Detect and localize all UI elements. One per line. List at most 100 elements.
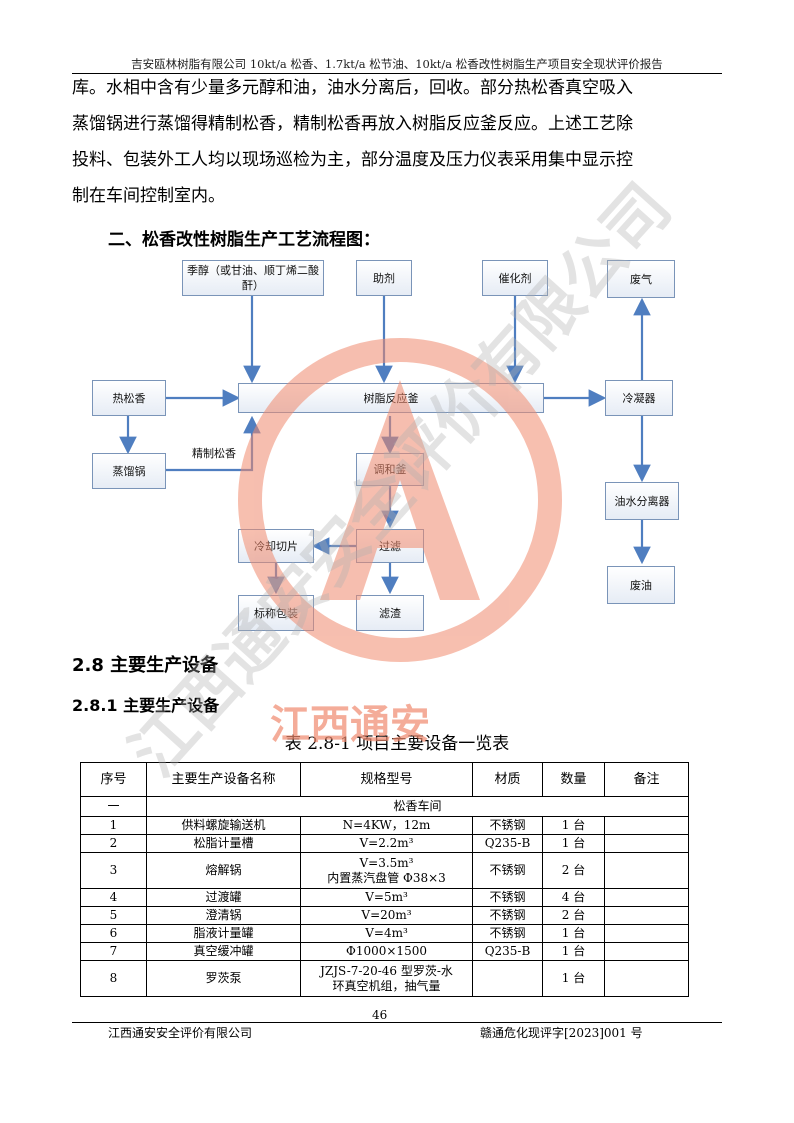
table-row: 8 罗茨泵 JZJS-7-20-46 型罗茨-水 环真空机组，抽气量 1 台: [80, 960, 689, 997]
table-row: 6 脂液计量罐 V=4m³ 不锈钢 1 台: [80, 924, 689, 943]
cell-spec: V=20m³: [300, 906, 473, 925]
cell-name: 供料螺旋输送机: [146, 816, 301, 835]
cell-qty: 1 台: [542, 960, 605, 997]
cell-spec-line: V=3.5m³: [359, 855, 414, 870]
cell-note: [604, 924, 689, 943]
cell-qty: 1 台: [542, 924, 605, 943]
cell-note: [604, 942, 689, 961]
cell-name: 澄清锅: [146, 906, 301, 925]
cell-material: 不锈钢: [472, 852, 543, 889]
cell-note: [604, 852, 689, 889]
box-still: 蒸馏锅: [92, 453, 166, 489]
cell-material: [472, 960, 543, 997]
box-blend-kettle: 调和釜: [356, 453, 424, 486]
col-header: 序号: [80, 762, 147, 797]
cell-qty: 4 台: [542, 888, 605, 907]
process-flowchart: 季醇（或甘油、顺丁烯二酸酐） 助剂 催化剂 废气 热松香 树脂反应釜 冷凝器 蒸…: [72, 250, 722, 650]
page-header: 吉安瓯林树脂有限公司 10kt/a 松香、1.7kt/a 松节油、10kt/a …: [131, 57, 663, 71]
table-group-row: 一 松香车间: [80, 796, 689, 817]
box-polyol: 季醇（或甘油、顺丁烯二酸酐）: [182, 260, 324, 296]
cell-spec: V=3.5m³ 内置蒸汽盘管 Φ38×3: [300, 852, 473, 889]
footer-doc-number: 赣通危化现评字[2023]001 号: [480, 1026, 643, 1040]
box-auxiliary: 助剂: [356, 260, 412, 296]
cell-name: 脂液计量罐: [146, 924, 301, 943]
cell-note: [604, 888, 689, 907]
cell-spec: N=4KW，12m: [300, 816, 473, 835]
cell-qty: 1 台: [542, 942, 605, 961]
group-no: 一: [80, 796, 147, 817]
cell-spec: V=5m³: [300, 888, 473, 907]
flowchart-title: 二、松香改性树脂生产工艺流程图：: [108, 230, 380, 250]
equipment-table: 序号 主要生产设备名称 规格型号 材质 数量 备注 一 松香车间 1 供料螺旋输…: [80, 762, 689, 997]
cell-name: 罗茨泵: [146, 960, 301, 997]
table-caption: 表 2.8-1 项目主要设备一览表: [284, 734, 510, 754]
cell-spec-line: 环真空机组，抽气量: [332, 978, 441, 993]
cell-material: 不锈钢: [472, 816, 543, 835]
cell-material: Q235-B: [472, 942, 543, 961]
col-header: 数量: [542, 762, 605, 797]
footer-rule: [72, 1022, 722, 1023]
table-header-row: 序号 主要生产设备名称 规格型号 材质 数量 备注: [80, 762, 689, 797]
cell-no: 4: [80, 888, 147, 907]
cell-note: [604, 960, 689, 997]
cell-note: [604, 906, 689, 925]
cell-name: 松脂计量槽: [146, 834, 301, 853]
cell-no: 2: [80, 834, 147, 853]
cell-qty: 1 台: [542, 834, 605, 853]
table-row: 1 供料螺旋输送机 N=4KW，12m 不锈钢 1 台: [80, 816, 689, 835]
box-condenser: 冷凝器: [605, 380, 673, 416]
cell-no: 3: [80, 852, 147, 889]
page-number: 46: [372, 1008, 388, 1022]
box-weigh-pack: 标称包装: [238, 595, 314, 631]
box-cool-slice: 冷却切片: [238, 529, 314, 563]
group-name: 松香车间: [146, 796, 689, 817]
box-residue: 滤渣: [356, 595, 424, 631]
heading-2-8-1: 2.8.1 主要生产设备: [72, 696, 220, 715]
arrow-still-reactor: [166, 415, 261, 472]
para-line: 蒸馏锅进行蒸馏得精制松香，精制松香再放入树脂反应釜反应。上述工艺除: [72, 114, 633, 134]
cell-no: 8: [80, 960, 147, 997]
box-waste-oil: 废油: [607, 566, 675, 604]
table-row: 7 真空缓冲罐 Φ1000×1500 Q235-B 1 台: [80, 942, 689, 961]
col-header: 材质: [472, 762, 543, 797]
cell-material: 不锈钢: [472, 924, 543, 943]
table-row: 3 熔解锅 V=3.5m³ 内置蒸汽盘管 Φ38×3 不锈钢 2 台: [80, 852, 689, 889]
body-paragraph: 库。水相中含有少量多元醇和油，油水分离后，回收。部分热松香真空吸入 蒸馏锅进行蒸…: [72, 70, 722, 214]
col-header: 主要生产设备名称: [146, 762, 301, 797]
label-refined-rosin: 精制松香: [192, 447, 236, 460]
box-reactor: 树脂反应釜: [238, 383, 544, 413]
cell-no: 1: [80, 816, 147, 835]
cell-spec-line: 内置蒸汽盘管 Φ38×3: [327, 870, 446, 885]
table-row: 2 松脂计量槽 V=2.2m³ Q235-B 1 台: [80, 834, 689, 853]
cell-name: 过渡罐: [146, 888, 301, 907]
cell-note: [604, 816, 689, 835]
cell-spec: V=2.2m³: [300, 834, 473, 853]
box-waste-gas: 废气: [607, 260, 675, 298]
box-oil-water-separator: 油水分离器: [605, 482, 679, 520]
cell-no: 7: [80, 942, 147, 961]
cell-material: 不锈钢: [472, 906, 543, 925]
heading-2-8: 2.8 主要生产设备: [72, 655, 219, 676]
col-header: 备注: [604, 762, 689, 797]
box-catalyst: 催化剂: [482, 260, 548, 296]
cell-spec: V=4m³: [300, 924, 473, 943]
box-filter: 过滤: [356, 529, 424, 563]
cell-spec: JZJS-7-20-46 型罗茨-水 环真空机组，抽气量: [300, 960, 473, 997]
cell-qty: 1 台: [542, 816, 605, 835]
cell-qty: 2 台: [542, 906, 605, 925]
cell-note: [604, 834, 689, 853]
header-rule: [72, 73, 722, 74]
para-line: 投料、包装外工人均以现场巡检为主，部分温度及压力仪表采用集中显示控: [72, 150, 633, 170]
box-hot-rosin: 热松香: [92, 380, 166, 416]
cell-name: 熔解锅: [146, 852, 301, 889]
cell-material: 不锈钢: [472, 888, 543, 907]
cell-name: 真空缓冲罐: [146, 942, 301, 961]
cell-material: Q235-B: [472, 834, 543, 853]
col-header: 规格型号: [300, 762, 473, 797]
cell-spec: Φ1000×1500: [300, 942, 473, 961]
cell-qty: 2 台: [542, 852, 605, 889]
table-row: 4 过渡罐 V=5m³ 不锈钢 4 台: [80, 888, 689, 907]
cell-spec-line: JZJS-7-20-46 型罗茨-水: [320, 963, 453, 978]
table-row: 5 澄清锅 V=20m³ 不锈钢 2 台: [80, 906, 689, 925]
para-line: 库。水相中含有少量多元醇和油，油水分离后，回收。部分热松香真空吸入: [72, 78, 633, 98]
